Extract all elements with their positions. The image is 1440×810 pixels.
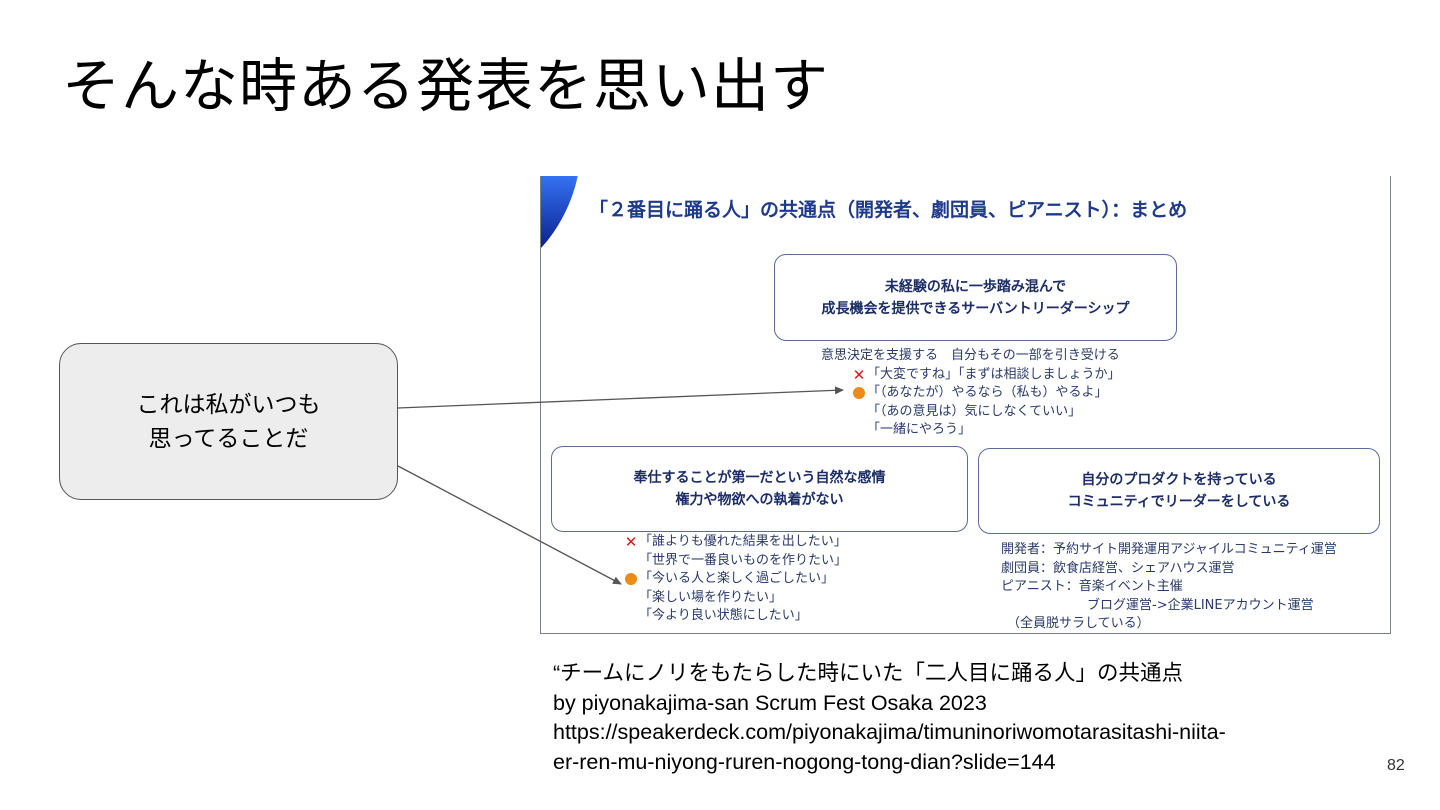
- embedded-slide-image: 「２番目に踊る人」の共通点（開発者、劇団員、ピアニスト）：まとめ 未経験の私に一…: [540, 176, 1391, 634]
- slide-title: そんな時ある発表を思い出す: [62, 52, 830, 120]
- left-notes: ✕ 「誰よりも優れた結果を出したい」 「世界で一番良いものを作りたい」 「今いる…: [623, 533, 847, 626]
- top-notes: 意思決定を支援する 自分もその一部を引き受ける ✕ 「大変ですね」「まずは相談し…: [821, 347, 1121, 440]
- page-number: 82: [1387, 757, 1405, 774]
- left-notes-bad-2: 「世界で一番良いものを作りたい」: [639, 552, 848, 568]
- top-notes-bad: ✕ 「大変ですね」「まずは相談しましょうか」: [852, 365, 1121, 384]
- top-box-line-1: 未経験の私に一歩踏み混んで: [884, 278, 1067, 295]
- left-box-line-1: 奉仕することが第一だという自然な感情: [633, 470, 886, 486]
- right-summary-box: 自分のプロダクトを持っている コミュニティでリーダーをしている: [978, 448, 1380, 534]
- left-summary-box: 奉仕することが第一だという自然な感情 権力や物欲への執着がない: [551, 446, 968, 532]
- orange-dot-icon: [853, 387, 865, 400]
- callout-box: これは私がいつも 思ってることだ: [59, 343, 398, 500]
- left-notes-bad-1: ✕ 「誰よりも優れた結果を出したい」: [624, 533, 847, 551]
- top-summary-box: 未経験の私に一歩踏み混んで 成長機会を提供できるサーバントリーダーシップ: [774, 254, 1177, 341]
- left-notes-good-3: 「今より良い状態にしたい」: [639, 608, 808, 623]
- right-notes: 開発者：予約サイト開発運用アジャイルコミュニティ運営 劇団員：飲食店経営、シェア…: [1001, 541, 1337, 633]
- right-notes-line-3: ピアニスト：音楽イベント主催: [1001, 579, 1183, 594]
- embedded-slide-title: 「２番目に踊る人」の共通点（開発者、劇団員、ピアニスト）：まとめ: [589, 199, 1188, 221]
- right-notes-line-4: ブログ運営->企業LINEアカウント運営: [1087, 597, 1314, 613]
- right-box-line-2: コミュニティでリーダーをしている: [1067, 494, 1291, 510]
- citation-line-3[interactable]: https://speakerdeck.com/piyonakajima/tim…: [553, 720, 1226, 744]
- top-notes-good: 「（あなたが）やるなら（私も）やるよ」: [821, 384, 1121, 403]
- corner-decoration: [541, 176, 578, 248]
- right-box-line-1: 自分のプロダクトを持っている: [1081, 472, 1277, 488]
- top-notes-good-2: 「（あの意見は）気にしなくていい」: [867, 403, 1082, 419]
- right-notes-line-1: 開発者：予約サイト開発運用アジャイルコミュニティ運営: [1001, 542, 1337, 557]
- top-notes-heading: 意思決定を支援する 自分もその一部を引き受ける: [821, 348, 1120, 363]
- cross-icon: ✕: [852, 365, 866, 384]
- top-box-line-2: 成長機会を提供できるサーバントリーダーシップ: [821, 300, 1130, 317]
- citation-line-2: by piyonakajima-san Scrum Fest Osaka 202…: [553, 690, 987, 715]
- top-notes-good-3: 「一緒にやろう」: [867, 422, 972, 437]
- right-notes-line-2: 劇団員：飲食店経営、シェアハウス運営: [1001, 560, 1235, 576]
- left-notes-good-1: 「今いる人と楽しく過ごしたい」: [623, 570, 847, 589]
- citation-line-1: “チームにノリをもたらした時にいた「二人目に踊る人」の共通点: [553, 661, 1184, 685]
- citation-line-4[interactable]: er-ren-mu-niyong-ruren-nogong-tong-dian?…: [553, 749, 1056, 774]
- callout-line-2: 思ってることだ: [148, 425, 309, 452]
- right-notes-line-5: （全員脱サラしている）: [1007, 616, 1150, 631]
- orange-dot-icon: [625, 573, 637, 586]
- callout-line-1: これは私がいつも: [136, 391, 321, 418]
- left-notes-good-2: 「楽しい場を作りたい」: [639, 589, 783, 605]
- cross-icon: ✕: [624, 533, 638, 551]
- source-citation: “チームにノリをもたらした時にいた「二人目に踊る人」の共通点 by piyona…: [553, 659, 1226, 777]
- left-box-line-2: 権力や物欲への執着がない: [675, 492, 844, 508]
